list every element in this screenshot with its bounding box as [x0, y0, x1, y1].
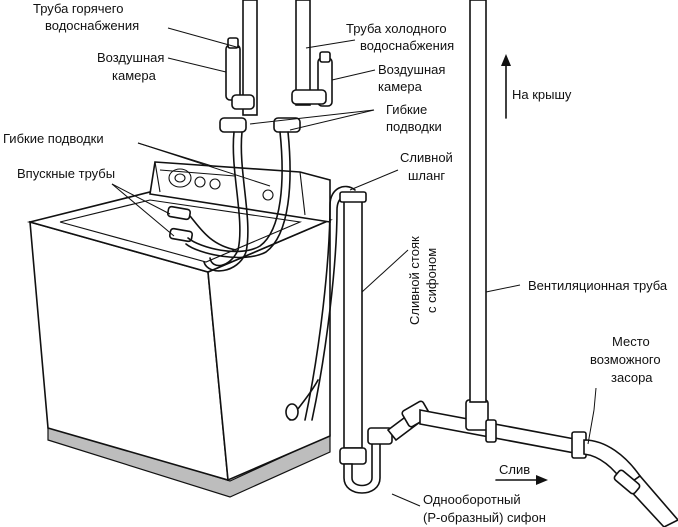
label-air-chamber-left-2: камера: [112, 68, 157, 83]
label-clog-1: Место: [612, 334, 650, 349]
drain-line: [419, 399, 678, 527]
label-hot-pipe-1: Труба горячего: [33, 1, 123, 16]
label-air-chamber-right-2: камера: [378, 79, 423, 94]
label-clog-2: возможного: [590, 352, 661, 367]
label-trap-2: (P-образный) сифон: [423, 510, 546, 525]
control-dial-small-2: [209, 178, 221, 190]
vent-pipe: [469, 0, 487, 403]
label-drain-hose-2: шланг: [408, 168, 445, 183]
label-drain: Слив: [499, 462, 530, 477]
label-flex-hoses-right-1: Гибкие: [386, 102, 427, 117]
label-cold-pipe-1: Труба холодного: [346, 21, 447, 36]
cold-water-pipe: [273, 0, 333, 133]
label-to-roof: На крышу: [512, 87, 572, 102]
inlet-fittings: [166, 205, 194, 243]
drain-arrow: [495, 475, 548, 485]
label-flex-hoses-left: Гибкие подводки: [3, 131, 104, 146]
label-air-chamber-left-1: Воздушная: [97, 50, 164, 65]
washing-machine: [26, 161, 333, 498]
control-dial-small-3: [262, 189, 274, 201]
label-hot-pipe-2: водоснабжения: [45, 18, 139, 33]
label-clog-3: засора: [611, 370, 653, 385]
label-standpipe-1: Сливной стояк: [407, 236, 422, 325]
hot-water-pipe: [219, 0, 258, 133]
label-cold-pipe-2: водоснабжения: [360, 38, 454, 53]
label-drain-hose-1: Сливной: [400, 150, 453, 165]
label-flex-hoses-right-2: подводки: [386, 119, 442, 134]
label-inlet-pipes: Впускные трубы: [17, 166, 115, 181]
control-dial-large: [168, 168, 192, 188]
label-air-chamber-right-1: Воздушная: [378, 62, 445, 77]
label-trap-1: Однооборотный: [423, 492, 521, 507]
p-trap: [343, 400, 431, 494]
label-vent-pipe: Вентиляционная труба: [528, 278, 668, 293]
label-standpipe-2: с сифоном: [424, 248, 439, 313]
flexible-hoses: [185, 131, 291, 272]
leader-lines: [111, 27, 597, 507]
drain-standpipe: [339, 191, 367, 465]
control-dial-small-1: [194, 176, 206, 188]
to-roof-arrow: [501, 54, 511, 119]
